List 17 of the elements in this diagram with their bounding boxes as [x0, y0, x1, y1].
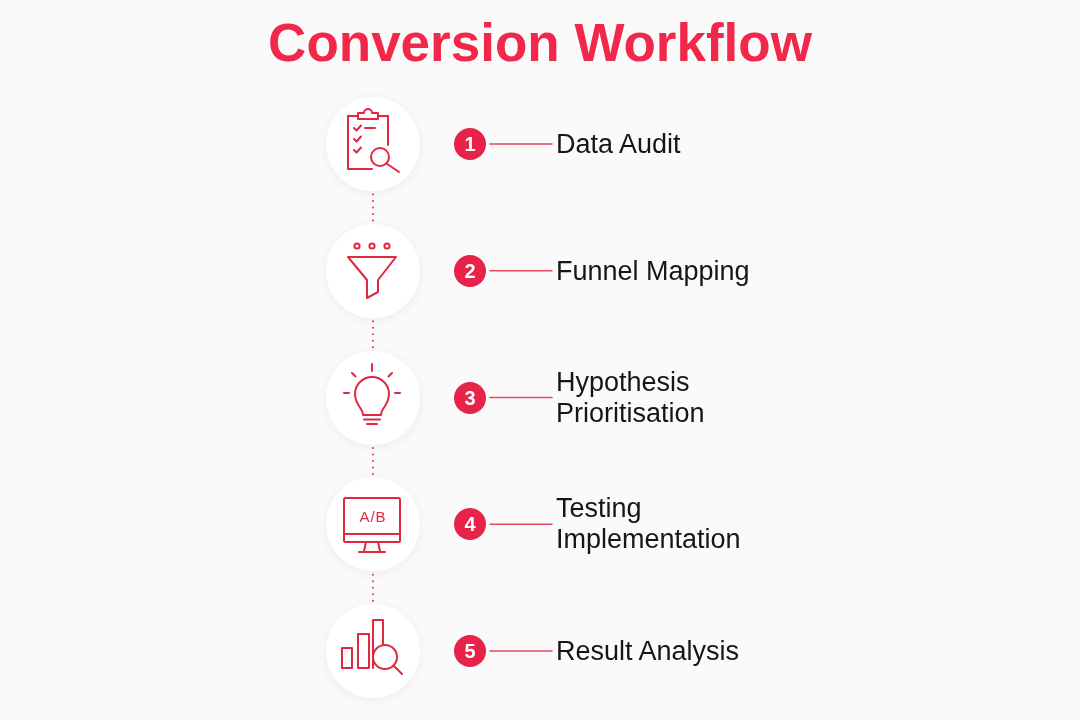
screen-text: A/B	[359, 507, 387, 525]
step-number-badge: 3	[454, 381, 486, 414]
title: Conversion Workflow	[268, 12, 812, 74]
step-number-badge: 5	[454, 635, 486, 667]
connector-line	[489, 396, 553, 399]
step-label: Hypothesis Prioritisation	[556, 366, 705, 429]
connector-line	[489, 650, 553, 652]
step-label: Result Analysis	[556, 635, 740, 667]
connector-line	[489, 269, 553, 272]
step-number-badge: 1	[454, 128, 486, 160]
step-label: Data Audit	[556, 128, 681, 160]
step-number-badge: 2	[454, 254, 486, 287]
connector-line	[489, 143, 553, 145]
step-label: Testing Implementation	[556, 493, 741, 556]
step-number-badge: 4	[454, 508, 486, 541]
step-label: Funnel Mapping	[556, 255, 750, 287]
connector-line	[489, 523, 553, 526]
